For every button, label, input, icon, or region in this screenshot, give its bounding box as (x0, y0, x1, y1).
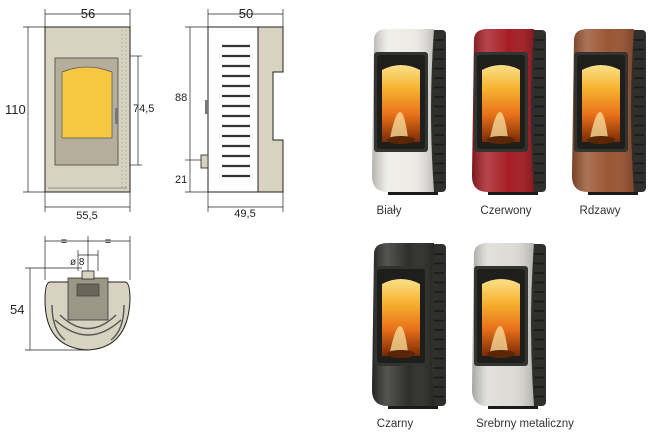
stove-rdzawy-flame (582, 65, 620, 142)
variant-label-czarny: Czarny (376, 418, 414, 430)
side-base-depth-label: 49,5 (234, 208, 255, 220)
top-flue (81, 270, 95, 280)
front-height-label: 110 (5, 102, 26, 117)
variant-label-czerwony: Czerwony (480, 205, 532, 217)
variant-label-bialy: Biały (376, 205, 402, 217)
variant-label-rdzawy: Rdzawy (579, 205, 621, 217)
side-connector (205, 100, 208, 114)
top-view (44, 270, 131, 351)
stove-rdzawy-image (572, 29, 646, 195)
top-equal-mark-left: = (61, 236, 67, 248)
side-height-lower-label: 21 (175, 174, 187, 186)
stove-srebrny-image (472, 243, 546, 409)
front-door-handle (115, 108, 118, 124)
stove-srebrny-flame (482, 279, 520, 356)
side-rear-body (207, 26, 259, 193)
side-depth-label: 50 (239, 6, 253, 21)
side-view (200, 26, 284, 193)
stove-bialy-image (372, 29, 446, 195)
front-base-width-label: 55,5 (76, 210, 97, 222)
front-window-height-label: 74,5 (133, 103, 154, 115)
stove-czerwony-flame (482, 65, 520, 142)
side-front-profile (257, 26, 284, 193)
flue-diameter-label: ø 8 (70, 257, 85, 268)
top-dimensions (25, 236, 131, 351)
front-width-label: 56 (81, 6, 95, 21)
front-view (44, 26, 131, 193)
stove-czerwony-image (472, 29, 546, 195)
top-depth-label: 54 (10, 302, 24, 317)
stove-czarny-image (372, 243, 446, 409)
stove-bialy-flame (382, 65, 420, 142)
side-dimensions (185, 9, 284, 212)
variants-gallery (372, 29, 646, 409)
variant-label-srebrny-metaliczny: Srebrny metaliczny (476, 418, 574, 430)
front-glass-window (61, 66, 113, 139)
side-flue-outlet (200, 154, 209, 169)
stove-czarny-flame (382, 279, 420, 356)
front-dimensions (23, 9, 142, 212)
top-equal-mark-right: = (105, 236, 111, 248)
side-height-upper-label: 88 (175, 92, 187, 104)
